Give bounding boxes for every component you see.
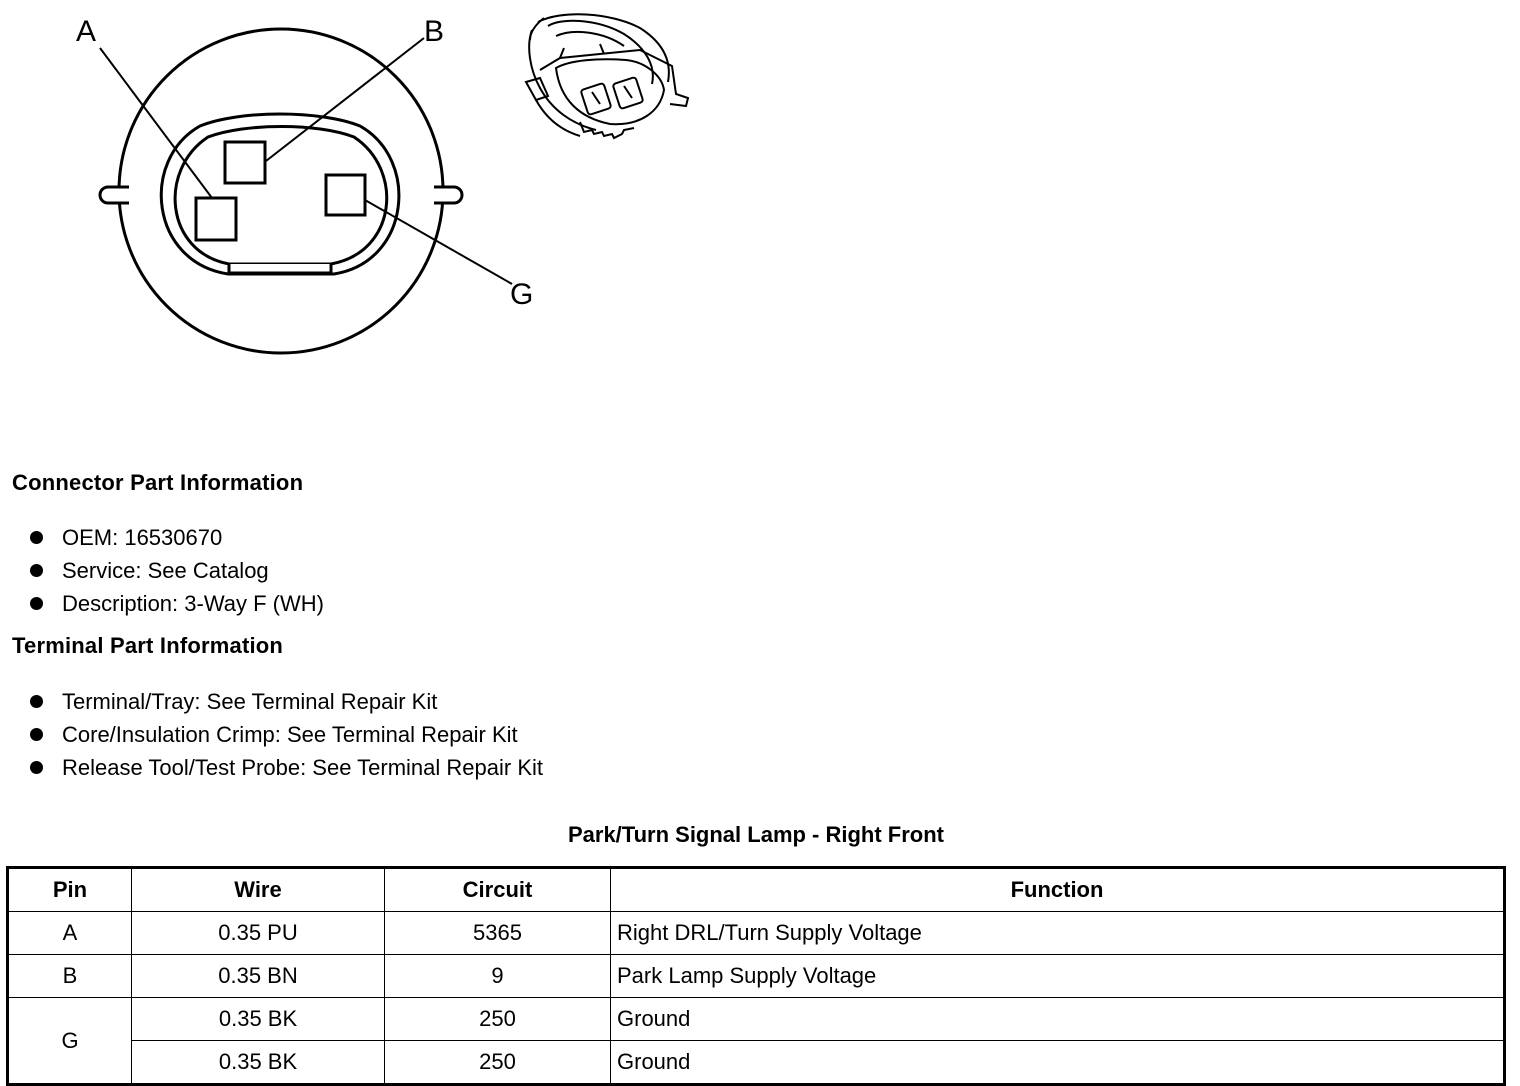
pin-label-a: A (76, 15, 96, 48)
pin-label-g: G (510, 278, 533, 311)
column-header-pin: Pin (7, 867, 132, 912)
connector-thumbnail-illustration (524, 13, 690, 140)
function-cell: Right DRL/Turn Supply Voltage (610, 911, 1505, 955)
terminal-cavity-a (194, 196, 238, 242)
list-item: Terminal/Tray: See Terminal Repair Kit (28, 685, 543, 718)
left-tab (98, 185, 129, 205)
circuit-cell: 9 (384, 954, 611, 998)
circuit-cell: 5365 (384, 911, 611, 955)
wire-cell: 0.35 PU (131, 911, 385, 955)
function-cell: Ground (610, 997, 1505, 1041)
right-tab (434, 185, 464, 205)
pin-cell: A (7, 911, 132, 955)
wire-cell: 0.35 BK (131, 997, 385, 1041)
wire-cell: 0.35 BN (131, 954, 385, 998)
list-item: Core/Insulation Crimp: See Terminal Repa… (28, 718, 543, 751)
circuit-cell: 250 (384, 997, 611, 1041)
list-item: OEM: 16530670 (28, 521, 324, 554)
leader-line-a (99, 47, 213, 199)
table-row: A 0.35 PU 5365 Right DRL/Turn Supply Vol… (7, 911, 1505, 955)
bullet-icon (30, 531, 43, 544)
terminal-cavity-b (223, 140, 267, 185)
table-header-row: Pin Wire Circuit Function (7, 867, 1505, 912)
terminal-part-info-heading: Terminal Part Information (12, 633, 284, 658)
terminal-cavity-g (324, 173, 367, 217)
column-header-function: Function (610, 867, 1505, 912)
table-row: B 0.35 BN 9 Park Lamp Supply Voltage (7, 954, 1505, 998)
leader-line-g (364, 199, 513, 285)
pin-label-b: B (424, 15, 444, 48)
list-item: Service: See Catalog (28, 554, 324, 587)
bullet-icon (30, 695, 43, 708)
connector-face-diagram: A B G (76, 13, 690, 355)
leader-line-b (265, 37, 425, 162)
column-header-circuit: Circuit (384, 867, 611, 912)
wire-cell: 0.35 BK (131, 1040, 385, 1085)
table-row: G 0.35 BK 250 Ground (7, 997, 1505, 1085)
pin-table: Pin Wire Circuit Function A 0.35 PU 5365… (6, 866, 1506, 1086)
column-header-wire: Wire (131, 867, 385, 912)
list-item: Release Tool/Test Probe: See Terminal Re… (28, 751, 543, 784)
pin-cell: G (7, 997, 132, 1085)
table-row: 0.35 BK 250 Ground (8, 1040, 1505, 1085)
bullet-icon (30, 564, 43, 577)
terminal-part-info-list: Terminal/Tray: See Terminal Repair Kit C… (28, 685, 543, 784)
connector-cavity-outer (159, 112, 401, 276)
connector-cavity-inner (173, 125, 389, 266)
bullet-icon (30, 597, 43, 610)
bullet-icon (30, 728, 43, 741)
list-item: Description: 3-Way F (WH) (28, 587, 324, 620)
pin-cell: B (7, 954, 132, 998)
pin-table-title: Park/Turn Signal Lamp - Right Front (567, 822, 945, 847)
connector-part-info-heading: Connector Part Information (12, 470, 304, 495)
connector-outer-housing (117, 27, 445, 355)
connector-key-notch (227, 264, 333, 275)
connector-part-info-list: OEM: 16530670 Service: See Catalog Descr… (28, 521, 324, 620)
function-cell: Ground (610, 1040, 1505, 1085)
bullet-icon (30, 761, 43, 774)
circuit-cell: 250 (384, 1040, 611, 1085)
function-cell: Park Lamp Supply Voltage (610, 954, 1505, 998)
